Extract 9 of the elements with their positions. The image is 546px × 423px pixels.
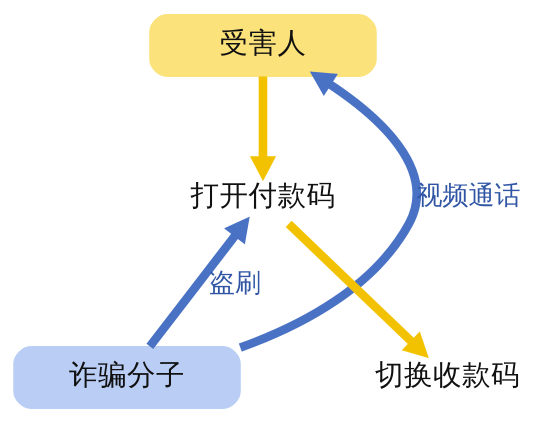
arrow bbox=[286, 220, 429, 358]
node-text: 切换收款码 bbox=[375, 358, 520, 392]
arrow bbox=[250, 76, 276, 182]
node-text: 打开付款码 bbox=[190, 178, 336, 212]
arrow bbox=[146, 216, 250, 350]
node-box: 受害人 bbox=[149, 14, 377, 77]
arrow bbox=[238, 72, 421, 352]
edge-label: 盗刷 bbox=[209, 268, 262, 298]
node-box: 诈骗分子 bbox=[13, 346, 241, 409]
